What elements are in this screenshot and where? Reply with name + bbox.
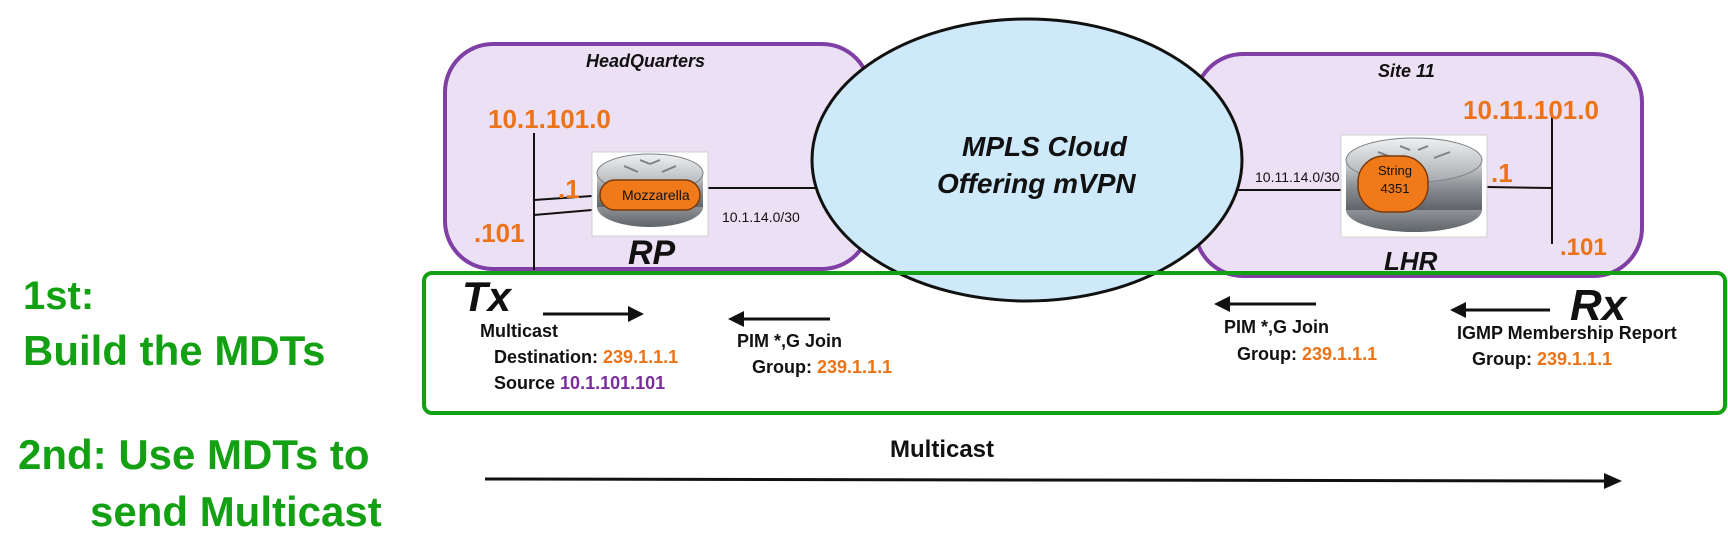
hq-lan-link: [533, 195, 593, 201]
site11-router-name: String: [1378, 163, 1412, 178]
rx-group-label: Group:: [1472, 349, 1532, 369]
step-second-title: send Multicast: [90, 488, 382, 535]
headquarters-title: HeadQuarters: [586, 51, 706, 71]
rx-group-value: 239.1.1.1: [1537, 349, 1613, 369]
hq-router-interface: .1: [558, 174, 580, 204]
pim-right-title: PIM *,G Join: [1224, 317, 1330, 337]
site11-role-label: LHR: [1384, 246, 1438, 276]
arrow-right-icon: [484, 473, 1622, 489]
tx-destination: Destination: 239.1.1.1: [494, 348, 678, 366]
pim-right-group: Group: 239.1.1.1: [1237, 345, 1377, 363]
site11-router-interface: .1: [1491, 158, 1513, 188]
pim-right-group-value: 239.1.1.1: [1302, 344, 1378, 364]
step-second-label: 2nd: Use MDTs to: [18, 431, 370, 478]
cloud-title-line2: Offering mVPN: [937, 168, 1136, 199]
hq-role-label: RP: [628, 234, 676, 272]
step-first-label: 1st:: [23, 274, 95, 318]
hq-network-label: 10.1.101.0: [488, 104, 611, 134]
tx-multicast-label: Multicast: [480, 321, 559, 341]
pim-left-group: Group: 239.1.1.1: [752, 358, 892, 376]
rx-igmp-title: IGMP Membership Report: [1457, 323, 1677, 343]
site11-title: Site 11: [1378, 61, 1435, 81]
arrow-right-icon: [543, 306, 644, 322]
arrow-left-icon: [728, 311, 830, 327]
step-first-title: Build the MDTs: [23, 327, 326, 374]
rx-group: Group: 239.1.1.1: [1472, 350, 1612, 368]
hq-wan-subnet: 10.1.14.0/30: [722, 209, 800, 225]
site11-router-model: 4351: [1380, 181, 1410, 196]
pim-left-title: PIM *,G Join: [737, 331, 843, 351]
cloud-title-line1: MPLS Cloud: [962, 131, 1127, 162]
hq-router-name: Mozzarella: [622, 187, 690, 203]
tx-source-label: Source: [494, 373, 556, 393]
router-icon: [591, 151, 709, 237]
hq-host-label: .101: [474, 218, 525, 248]
build-mdts-box: [422, 271, 1727, 415]
multicast-flow-label: Multicast: [890, 436, 995, 463]
tx-source-value: 10.1.101.101: [560, 373, 666, 393]
rx-label: Rx: [1570, 281, 1627, 330]
site11-host-label: .101: [1560, 234, 1607, 261]
site11-network-label: 10.11.101.0: [1463, 95, 1599, 125]
tx-label: Tx: [462, 273, 512, 320]
tx-destination-label: Destination:: [494, 347, 599, 367]
site11-wan-subnet: 10.11.14.0/30: [1255, 169, 1340, 185]
arrow-left-icon: [1214, 296, 1316, 312]
pim-left-group-value: 239.1.1.1: [817, 357, 893, 377]
arrow-left-icon: [1450, 302, 1550, 318]
tx-source: Source 10.1.101.101: [494, 374, 665, 392]
mpls-cloud: [810, 17, 1244, 303]
tx-destination-value: 239.1.1.1: [603, 347, 679, 367]
pim-left-group-label: Group:: [752, 357, 812, 377]
router-icon: [1340, 134, 1488, 238]
pim-right-group-label: Group:: [1237, 344, 1297, 364]
hq-host-link: [533, 209, 593, 216]
site11-lan-link: [1486, 186, 1553, 189]
